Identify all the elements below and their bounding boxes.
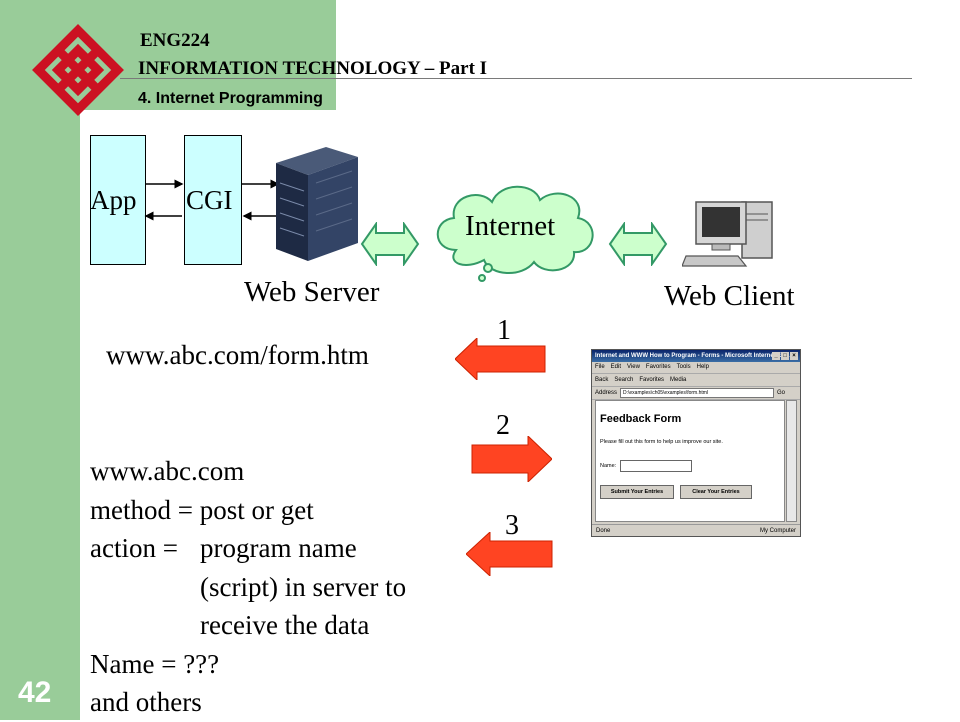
internet-client-double-arrow bbox=[608, 222, 668, 266]
menu-file[interactable]: File bbox=[595, 364, 605, 370]
internet-cloud-icon bbox=[436, 185, 594, 282]
page-number: 42 bbox=[18, 676, 52, 709]
form-notes: www.abc.com method = post or get action … bbox=[90, 452, 406, 722]
notes-action-row: action = program name bbox=[90, 529, 406, 568]
browser-scrollbar[interactable] bbox=[786, 400, 797, 522]
app-label: App bbox=[90, 185, 137, 215]
back-button[interactable]: Back bbox=[595, 377, 609, 383]
menu-favorites[interactable]: Favorites bbox=[645, 364, 671, 370]
address-input[interactable]: D:\examples\ch05\examples\form.html bbox=[620, 388, 775, 398]
notes-method: method = post or get bbox=[90, 494, 314, 525]
web-client-label: Web Client bbox=[664, 280, 795, 312]
maximize-icon[interactable]: □ bbox=[781, 352, 789, 360]
minimize-icon[interactable]: _ bbox=[772, 352, 780, 360]
address-label: Address bbox=[595, 390, 618, 396]
step-1-arrow-left bbox=[455, 338, 546, 380]
menu-edit[interactable]: Edit bbox=[610, 364, 622, 370]
browser-toolbar: Back Search Favorites Media bbox=[592, 374, 800, 387]
app-box bbox=[90, 135, 146, 265]
notes-action-line1: program name bbox=[200, 533, 357, 563]
status-left: Done bbox=[596, 528, 611, 534]
search-button[interactable]: Search bbox=[614, 377, 634, 383]
browser-title: Internet and WWW How to Program - Forms … bbox=[595, 353, 790, 359]
clear-button[interactable]: Clear Your Entries bbox=[680, 485, 752, 499]
cgi-label: CGI bbox=[186, 185, 233, 215]
notes-name: Name = ??? bbox=[90, 648, 220, 679]
browser-menubar: File Edit View Favorites Tools Help bbox=[592, 362, 800, 374]
status-right: My Computer bbox=[759, 528, 796, 534]
form-heading: Feedback Form bbox=[600, 413, 682, 425]
header-rule bbox=[120, 78, 912, 79]
notes-action-key: action = bbox=[90, 533, 185, 563]
university-logo bbox=[32, 24, 124, 116]
server-internet-double-arrow bbox=[360, 222, 420, 266]
step-3-label: 3 bbox=[505, 510, 519, 541]
media-button[interactable]: Media bbox=[670, 377, 687, 383]
connector-arrows bbox=[144, 179, 280, 221]
browser-content: Feedback Form Please fill out this form … bbox=[595, 400, 785, 522]
step-1-label: 1 bbox=[497, 315, 511, 346]
request-url: www.abc.com/form.htm bbox=[106, 340, 369, 370]
chapter-title: 4. Internet Programming bbox=[138, 90, 323, 107]
menu-tools[interactable]: Tools bbox=[676, 364, 691, 370]
close-icon[interactable]: × bbox=[790, 352, 798, 360]
browser-window: Internet and WWW How to Program - Forms … bbox=[591, 349, 801, 537]
step-3-arrow-left bbox=[466, 532, 553, 576]
server-tower-icon bbox=[276, 147, 358, 261]
top-green-band bbox=[80, 0, 336, 110]
browser-titlebar: Internet and WWW How to Program - Forms … bbox=[592, 350, 800, 362]
go-button[interactable]: Go bbox=[777, 390, 786, 396]
favorites-button[interactable]: Favorites bbox=[639, 377, 665, 383]
step-2-label: 2 bbox=[496, 410, 510, 441]
name-input[interactable] bbox=[620, 460, 692, 472]
computer-icon bbox=[682, 201, 773, 267]
notes-others: and others bbox=[90, 687, 202, 717]
step-2-arrow-right bbox=[471, 436, 552, 482]
name-label: Name: bbox=[600, 463, 617, 469]
browser-addressbar: Address D:\examples\ch05\examples\form.h… bbox=[592, 387, 800, 400]
notes-action-line3: receive the data bbox=[200, 610, 370, 640]
form-instructions: Please fill out this form to help us imp… bbox=[600, 439, 723, 445]
cgi-box bbox=[184, 135, 242, 265]
menu-help[interactable]: Help bbox=[696, 364, 709, 370]
course-code: ENG224 bbox=[140, 30, 210, 51]
course-title: INFORMATION TECHNOLOGY – Part I bbox=[138, 58, 488, 79]
notes-host: www.abc.com bbox=[90, 456, 245, 486]
notes-action-line2: (script) in server to bbox=[200, 571, 407, 602]
internet-label: Internet bbox=[465, 210, 556, 242]
web-server-label: Web Server bbox=[244, 276, 380, 308]
left-green-band bbox=[0, 0, 80, 720]
submit-button[interactable]: Submit Your Entries bbox=[600, 485, 674, 499]
menu-view[interactable]: View bbox=[627, 364, 640, 370]
browser-statusbar: Done My Computer bbox=[592, 524, 800, 536]
